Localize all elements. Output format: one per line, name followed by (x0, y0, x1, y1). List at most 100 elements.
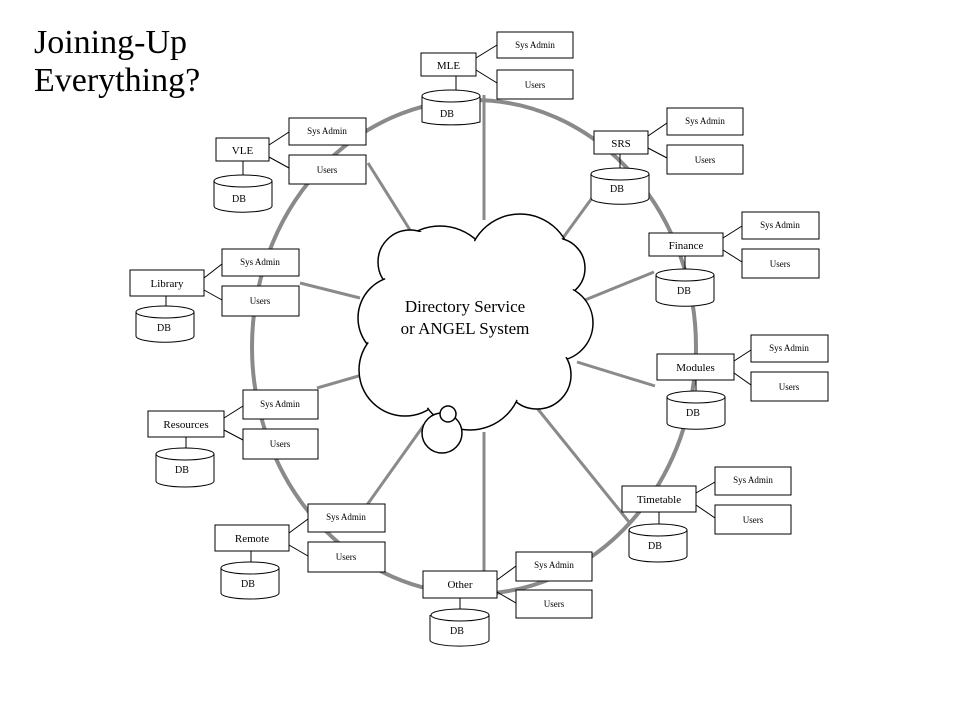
db-label: DB (175, 465, 189, 476)
system-name: Other (447, 579, 472, 591)
system-name-box[interactable] (147, 410, 225, 438)
system-finance: Finance Sys Admin Users DB (648, 211, 820, 307)
sys-admin-box[interactable] (515, 551, 593, 582)
users-label: Users (695, 155, 716, 165)
users-box[interactable] (496, 69, 574, 100)
spoke-vle (366, 162, 417, 239)
sys-admin-label: Sys Admin (326, 512, 366, 522)
title-line-2: Everything? (34, 62, 201, 99)
sys-admin-label: Sys Admin (307, 126, 347, 136)
system-name-box[interactable] (420, 52, 477, 77)
users-label: Users (336, 552, 357, 562)
database-icon: DB (135, 305, 195, 343)
system-name: VLE (232, 145, 254, 157)
users-box[interactable] (515, 589, 593, 619)
system-name: Resources (163, 419, 208, 431)
sys-admin-label: Sys Admin (534, 560, 574, 570)
sys-admin-box[interactable] (242, 389, 319, 420)
system-srs: SRS Sys Admin Users DB (590, 107, 744, 205)
spoke-timetable (535, 407, 631, 523)
db-label: DB (610, 184, 624, 195)
spoke-library (299, 281, 361, 300)
database-icon: DB (213, 174, 273, 213)
sys-admin-box[interactable] (666, 107, 744, 136)
sys-admin-label: Sys Admin (685, 116, 725, 126)
system-vle: VLE Sys Admin Users DB (213, 117, 367, 213)
system-timetable: Timetable Sys Admin Users DB (621, 466, 792, 563)
users-box[interactable] (750, 371, 829, 402)
sys-admin-box[interactable] (221, 248, 300, 277)
system-name-box[interactable] (214, 524, 290, 552)
db-label: DB (450, 626, 464, 637)
users-box[interactable] (242, 428, 319, 460)
system-name: Timetable (637, 494, 681, 506)
system-name-box[interactable] (621, 485, 697, 513)
database-icon: DB (628, 523, 688, 563)
system-other: Other Sys Admin Users DB (422, 551, 593, 647)
system-remote: Remote Sys Admin Users DB (214, 503, 386, 600)
users-box[interactable] (221, 285, 300, 317)
system-name-box[interactable] (593, 130, 649, 155)
spoke-remote (365, 424, 426, 506)
sys-admin-label: Sys Admin (760, 220, 800, 230)
system-mle: MLE Sys Admin Users DB (420, 31, 574, 126)
sys-admin-box[interactable] (307, 503, 386, 533)
users-label: Users (770, 259, 791, 269)
system-name: Remote (235, 533, 269, 545)
system-modules: Modules Sys Admin Users DB (656, 334, 829, 430)
page-title: Joining-Up Everything? (34, 24, 200, 100)
users-label: Users (250, 296, 271, 306)
system-name-box[interactable] (129, 269, 205, 297)
db-label: DB (677, 286, 691, 297)
sys-admin-box[interactable] (714, 466, 792, 496)
sys-admin-label: Sys Admin (769, 343, 809, 353)
system-name: MLE (437, 60, 461, 72)
spoke-srs (558, 197, 594, 243)
sys-admin-label: Sys Admin (733, 475, 773, 485)
users-label: Users (270, 439, 291, 449)
database-icon: DB (655, 268, 715, 307)
system-name: Library (151, 278, 184, 290)
sys-admin-box[interactable] (741, 211, 820, 240)
database-icon: DB (429, 608, 490, 647)
center-label-line-2: or ANGEL System (401, 319, 530, 338)
database-icon: DB (666, 390, 726, 430)
spoke-resources (316, 373, 363, 390)
title-line-1: Joining-Up (34, 24, 187, 61)
db-label: DB (686, 408, 700, 419)
sys-admin-label: Sys Admin (515, 40, 555, 50)
database-icon: DB (220, 561, 280, 600)
users-label: Users (544, 599, 565, 609)
database-icon: DB (421, 89, 481, 126)
db-label: DB (241, 579, 255, 590)
system-name-box[interactable] (215, 137, 270, 162)
spokes (299, 95, 656, 575)
sys-admin-box[interactable] (750, 334, 829, 363)
users-box[interactable] (666, 144, 744, 175)
sys-admin-box[interactable] (288, 117, 367, 146)
thought-bubble-small (439, 405, 457, 423)
db-label: DB (232, 194, 246, 205)
spoke-finance (584, 270, 655, 302)
users-box[interactable] (714, 504, 792, 535)
users-box[interactable] (288, 154, 367, 185)
db-label: DB (157, 323, 171, 334)
system-name-box[interactable] (648, 232, 724, 257)
system-name: Modules (676, 362, 715, 374)
database-icon: DB (155, 447, 215, 488)
users-label: Users (317, 165, 338, 175)
system-name: Finance (669, 240, 704, 252)
sys-admin-box[interactable] (496, 31, 574, 59)
users-box[interactable] (307, 541, 386, 573)
system-name-box[interactable] (656, 353, 735, 381)
users-label: Users (743, 515, 764, 525)
system-name-box[interactable] (422, 570, 498, 599)
database-icon: DB (590, 167, 650, 205)
sys-admin-label: Sys Admin (240, 257, 280, 267)
sys-admin-label: Sys Admin (260, 399, 300, 409)
users-box[interactable] (741, 248, 820, 279)
system-resources: Resources Sys Admin Users DB (147, 389, 319, 488)
users-label: Users (525, 80, 546, 90)
